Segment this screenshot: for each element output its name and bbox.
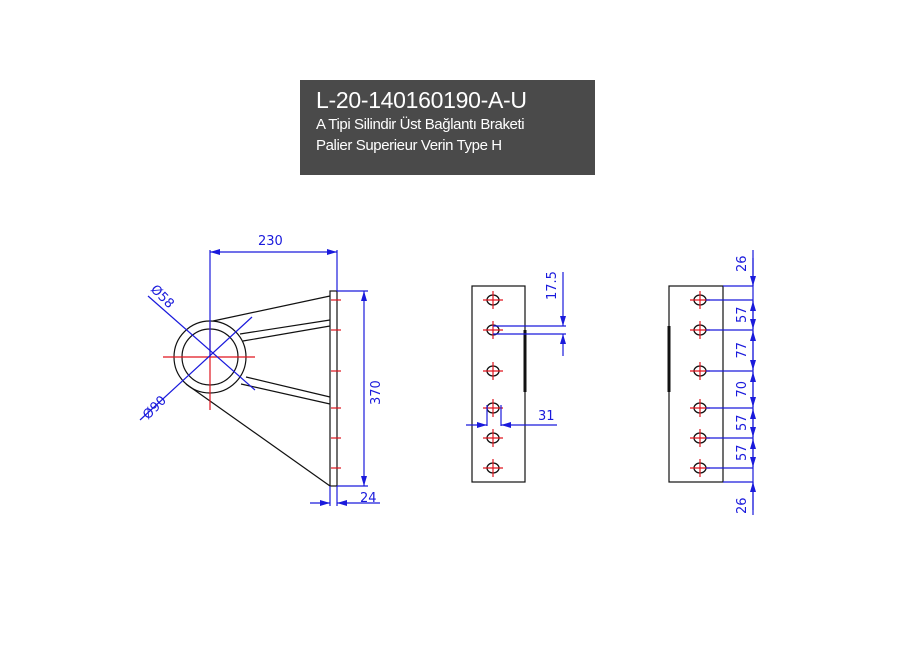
hole-view-dimensions [706, 250, 756, 515]
part-name-tr: A Tipi Silindir Üst Bağlantı Braketi [316, 116, 525, 133]
hole-view-holes [690, 291, 710, 477]
bolt-hole [483, 399, 503, 417]
side-view-dimensions [139, 249, 380, 506]
dim-hole-spacing: 57 [735, 306, 750, 323]
bolt-hole [483, 362, 503, 380]
bolt-hole [483, 321, 503, 339]
hole-view-plate [668, 285, 724, 483]
front-view: 17.5 31 [466, 271, 566, 483]
front-view-plate [471, 285, 526, 483]
dim-hole-spacing: 57 [735, 444, 750, 461]
bolt-hole [483, 291, 503, 309]
dim-hole-spacing: 26 [735, 497, 750, 514]
dim-width-230: 230 [258, 234, 283, 249]
bolt-hole [483, 429, 503, 447]
dim-height-370: 370 [369, 380, 384, 405]
dim-slot-17-5: 17.5 [545, 271, 560, 300]
part-code: L-20-140160190-A-U [316, 87, 527, 113]
dim-offset-31: 31 [538, 409, 555, 424]
side-view-centerlines [163, 299, 341, 469]
dim-inner-diameter: Ø58 [147, 282, 177, 312]
dim-outer-diameter: Ø90 [140, 393, 170, 423]
dim-hole-spacing: 77 [735, 342, 750, 359]
dim-hole-spacing: 26 [735, 255, 750, 272]
dim-hole-spacing: 70 [735, 381, 750, 398]
side-view-outline [173, 290, 338, 487]
side-view: 230 370 24 Ø58 Ø90 [139, 234, 384, 506]
hole-view: 26 57 77 70 57 57 26 [667, 250, 756, 515]
bolt-hole [483, 459, 503, 477]
part-name-fr: Palier Superieur Verin Type H [316, 137, 502, 154]
dim-plate-24: 24 [360, 491, 377, 506]
front-view-holes [483, 291, 503, 477]
title-block: L-20-140160190-A-U A Tipi Silindir Üst B… [300, 80, 595, 175]
front-view-dimensions [466, 272, 566, 428]
dim-hole-spacing: 57 [735, 414, 750, 431]
